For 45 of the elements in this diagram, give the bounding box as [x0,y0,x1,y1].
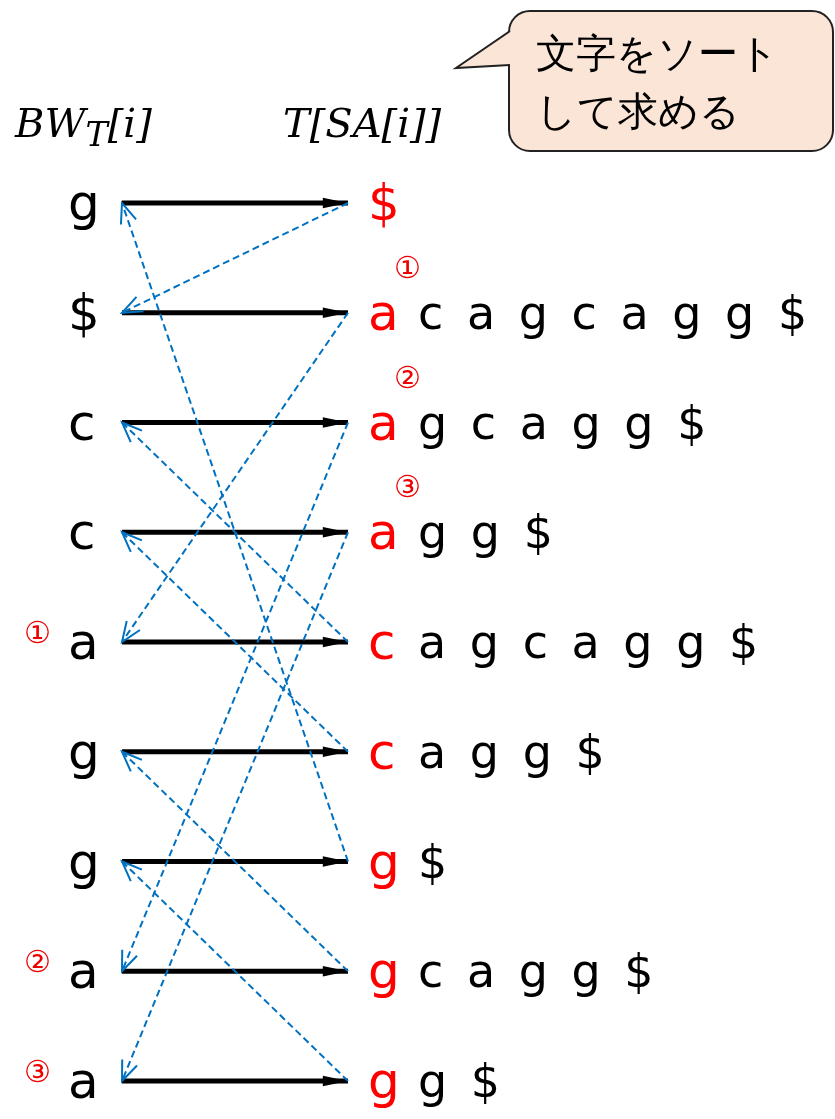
letter-label: g [348,941,406,1002]
circled-number: ② [24,945,51,980]
suffix-text: g g $ [418,504,553,562]
suffix-text: a g c a g g $ [418,614,759,671]
dashed-arrow [121,202,349,314]
letter-label: $ [348,173,406,233]
dashed-arrow [121,531,349,753]
letter-label: a [60,941,122,1002]
letter-label: $ [60,282,122,343]
dashed-arrow [119,202,349,863]
suffix-text: a g g $ [418,723,605,781]
letter-label: c [60,392,122,453]
letter-label: c [348,721,406,782]
letter-label: c [60,502,122,563]
dashed-arrow [121,531,349,1082]
letter-label: a [60,612,122,672]
speech-bubble [508,10,834,152]
dashed-arrow [121,860,349,1082]
letter-label: a [348,502,406,563]
circled-number: ③ [24,1055,51,1089]
circled-number: ① [24,616,51,650]
suffix-text: g c a g g $ [418,394,707,452]
column-header: T[SA[i]] [283,100,442,146]
column-header: BW$_{T}$[i] [15,100,152,154]
suffix-text: c a g c a g g $ [418,284,808,342]
letter-label: g [60,173,122,233]
suffix-text: $ [418,833,448,891]
suffix-text: g $ [418,1053,501,1110]
letter-label: c [348,612,406,672]
bubble-text: 文字をソートして求める [536,29,780,136]
letter-label: g [348,831,406,892]
letter-label: a [348,282,406,343]
dashed-arrow [121,750,349,973]
dashed-arrow [121,421,349,643]
circled-number: ② [394,360,421,395]
circled-number: ③ [394,470,421,505]
letter-label: a [348,392,406,453]
suffix-text: c a g g $ [418,943,654,1001]
dashed-arrow [121,421,349,973]
circled-number: ① [394,250,421,285]
dashed-arrow [121,311,349,643]
letter-label: g [60,721,122,782]
letter-label: a [60,1051,122,1111]
letter-label: g [348,1051,406,1111]
letter-label: g [60,831,122,892]
